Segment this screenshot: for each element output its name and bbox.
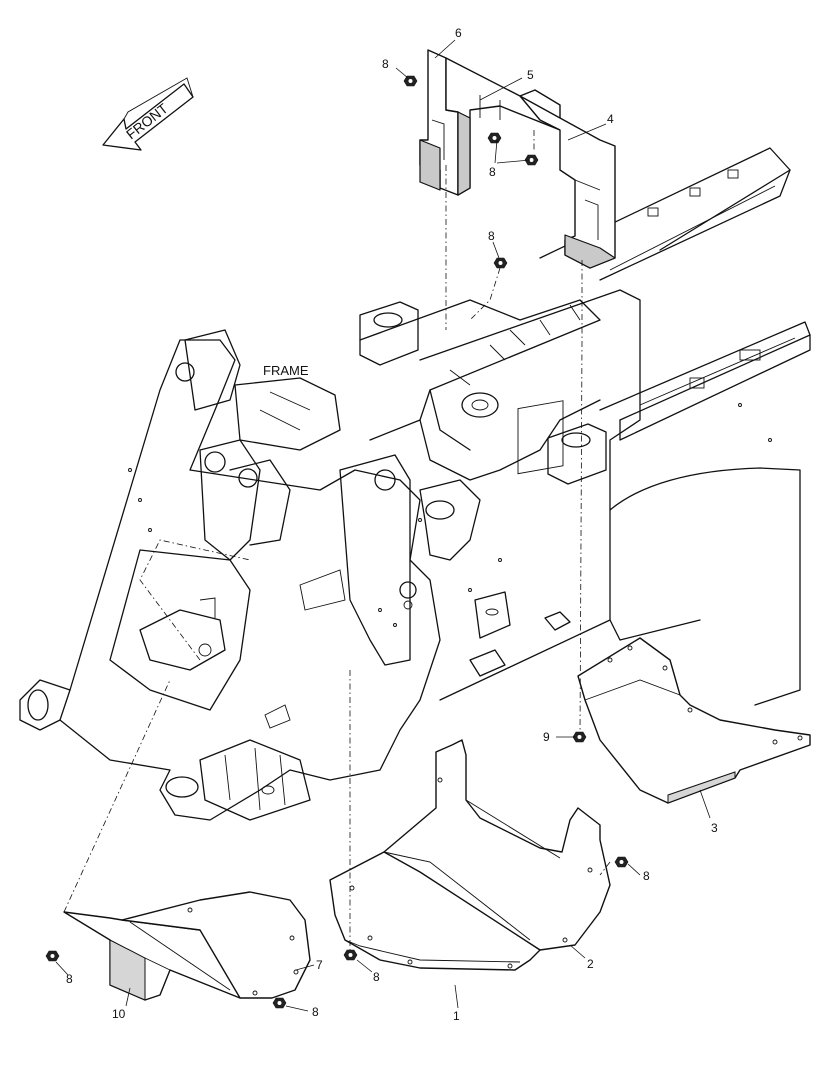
callout-2: 2 (587, 957, 594, 971)
callout-9: 9 (543, 730, 550, 744)
front-label: FRONT (123, 100, 171, 143)
part-7-cover (121, 891, 311, 999)
callout-7: 7 (316, 958, 323, 972)
callout-10: 10 (112, 1007, 126, 1021)
bolt-icon (272, 997, 287, 1009)
bolt-icon (614, 856, 629, 868)
callout-8-right: 8 (643, 869, 650, 883)
callout-8-left: 8 (66, 972, 73, 986)
callouts: 6 5 4 8 8 8 9 3 8 2 1 8 7 8 8 10 (66, 26, 718, 1023)
bolt-icon (403, 75, 418, 87)
callout-4: 4 (607, 112, 614, 126)
part-3-cover (577, 637, 811, 804)
frame-label: FRAME (263, 363, 309, 378)
bolt-icon (487, 132, 502, 144)
part-4-bracket (519, 95, 616, 269)
front-arrow: FRONT (102, 77, 194, 151)
callout-5: 5 (527, 68, 534, 82)
callout-8-frame: 8 (488, 229, 495, 243)
callout-1: 1 (453, 1009, 460, 1023)
alignment-lines (63, 130, 611, 955)
callout-6: 6 (455, 26, 462, 40)
part-1-cover (329, 851, 541, 971)
bolt-icon (493, 257, 508, 269)
part-5-bracket (445, 57, 561, 196)
callout-8-bracket: 8 (489, 165, 496, 179)
part-10-cover (63, 911, 273, 1001)
callout-8-center: 8 (373, 970, 380, 984)
callout-8-top-left: 8 (382, 57, 389, 71)
frame-assembly: FRAME (19, 147, 811, 821)
callout-8-bottom: 8 (312, 1005, 319, 1019)
part-2-cover (383, 739, 611, 951)
callout-3: 3 (711, 821, 718, 835)
bolt-icon (45, 950, 60, 962)
bolts (45, 75, 629, 1009)
bolt-icon (343, 949, 358, 961)
leader-lines (55, 39, 711, 1012)
bolt-icon (524, 154, 539, 166)
